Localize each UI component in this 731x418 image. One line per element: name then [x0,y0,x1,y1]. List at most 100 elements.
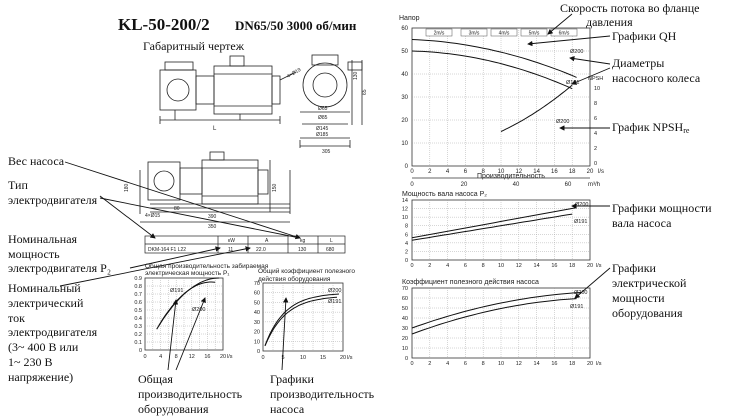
qh-npsh-tick: 0 [594,161,597,167]
model-title: KL-50-200/2 [118,15,210,34]
small-right-title-2: действия оборудования [258,275,331,283]
table-h-kg: kg [300,238,306,244]
eta-curve-200 [264,293,340,346]
table-h-kw: кW [228,238,235,244]
qh-label-191: Ø191 [566,80,579,86]
qh-npsh-tick: 2 [594,146,597,152]
qh-label-200: Ø200 [570,49,583,55]
qh-y-tick: 0 [405,164,409,170]
qh-x-unit: l/s [598,169,604,175]
eff-x-tick: 20 [587,361,593,367]
dim-d145: Ø145 [316,126,328,132]
eff-x-tick: 4 [446,361,449,367]
eff-y-tick: 50 [402,306,408,312]
callout-motor-type-1: Тип [8,178,28,192]
shaft-x-tick: 0 [410,263,413,269]
shaft-x-tick: 16 [551,263,557,269]
eff-x-tick: 12 [516,361,522,367]
eta-y-tick: 30 [254,320,260,326]
shaft-y-tick: 0 [405,258,408,264]
small-left-title-2: электрическая мощность P₁ [145,270,230,277]
p1-x-tick: 20 [220,354,226,360]
qh-speed-2: 2m/s [434,31,445,37]
dim-flange-holes: 4×Ø19 [286,67,302,80]
callout-rated-current-6: 1~ 230 В [8,355,53,369]
table-kg: 130 [298,247,307,253]
qh-curve-191 [411,50,573,90]
qh-x-tick: 4 [446,169,450,175]
dim-d65: Ø65 [318,106,328,112]
qh-speed-3-box [460,28,488,37]
qh-head-label: Напор [399,15,420,22]
shaft-x-tick: 2 [428,263,431,269]
p1-x-tick: 16 [204,354,210,360]
shaft-label-200: Ø200 [575,202,588,208]
dim-d85: Ø85 [318,115,328,121]
callout-elec-1: Графики [612,261,657,275]
callout-pump-1: Графики [270,372,315,386]
p1-y-tick: 0.5 [134,308,142,314]
qh-x-tick: 2 [428,169,432,175]
shaft-x-tick: 14 [534,263,540,269]
shaft-x-tick: 6 [464,263,467,269]
eff-x-tick: 18 [569,361,575,367]
shaft-x-tick: 12 [516,263,522,269]
callout-elec-4: оборудования [612,306,683,320]
eff-y-tick: 40 [402,316,408,322]
shaft-y-tick: 8 [405,224,408,230]
callout-general-1: Общая [138,372,173,386]
shaft-x-tick: 18 [569,263,575,269]
drawing-title: Габаритный чертеж [143,39,245,53]
p1-x-tick: 8 [175,354,178,360]
shaft-y-tick: 14 [402,198,408,204]
eta-y-tick: 10 [254,339,260,345]
qh-x2-tick: 40 [513,182,520,188]
spec-title: DN65/50 3000 об/мин [235,18,357,33]
eff-x-tick: 6 [464,361,467,367]
dim-130: 130 [353,71,359,80]
npsh-curve [500,84,573,132]
eff-y-tick: 20 [402,336,408,342]
right-callout-arrows [527,13,611,299]
qh-x-tick: 10 [498,169,505,175]
qh-npsh-tick: 8 [594,101,597,107]
callout-impeller-1: Диаметры [612,56,664,70]
pump-side-view [159,55,281,124]
qh-x2-tick: 20 [461,182,468,188]
callout-flow-speed-1: Скорость потока во фланце [560,1,699,15]
callout-flow-speed-2: давления [586,15,633,29]
qh-speed-6: 6m/s [559,31,570,37]
small-left-title-1: Общая производительность забираемая [145,262,269,270]
dim-305: 305 [322,149,331,155]
qh-y-tick: 10 [401,141,408,147]
qh-x-title: Производительность [477,173,545,180]
eff-x-tick: 14 [534,361,540,367]
pump-base-view [139,151,291,223]
eff-curve-191 [411,298,577,335]
callout-general-3: оборудования [138,402,209,416]
shaft-title: Мощность вала насоса P₂ [402,191,487,198]
qh-npsh-tick: 6 [594,116,597,122]
p1-y-tick: 0 [139,348,142,354]
small-right-title-1: Общий коэффициент полезного [258,267,355,275]
dim-390: 390 [208,214,217,220]
p1-y-tick: 0.9 [134,276,142,282]
eta-y-tick: 60 [254,291,260,297]
callout-rated-power-1: Номинальная [8,232,78,246]
qh-y-tick: 40 [401,72,408,78]
qh-y-tick: 20 [401,118,408,124]
qh-npsh-tick: 10 [594,86,600,92]
dim-80: 80 [174,206,180,212]
qh-npsh-tick: 4 [594,131,597,137]
shaft-x-tick: 4 [446,263,449,269]
callout-rated-current-3: ток [8,311,25,325]
callout-rated-current-5: (3~ 400 В или [8,340,79,354]
shaft-x-tick: 10 [498,263,504,269]
dim-d185: Ø185 [316,132,328,138]
p1-x-tick: 12 [189,354,195,360]
eff-y-tick: 0 [405,356,408,362]
table-length: 680 [326,247,335,253]
qh-speed-2-box [425,28,453,37]
